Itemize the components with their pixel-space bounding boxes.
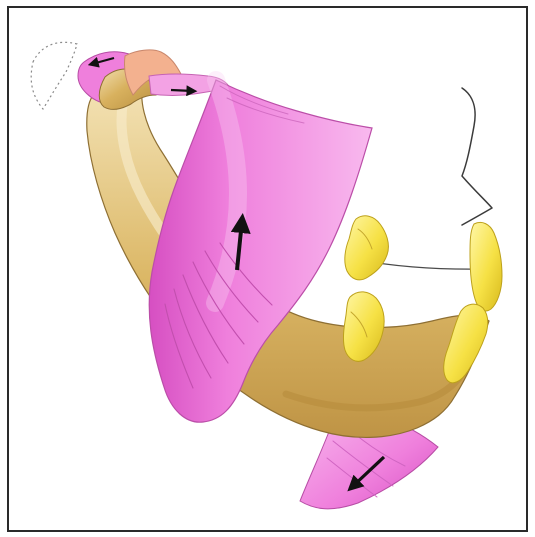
small-arrow-right <box>171 90 193 91</box>
tooth-icon <box>470 222 502 311</box>
face-outline <box>462 88 492 225</box>
arrow-icon <box>171 90 193 91</box>
tooth-icon <box>444 304 488 383</box>
tooth-icon <box>345 216 389 280</box>
front-upper-tooth <box>470 222 502 311</box>
skull-fragment <box>31 42 77 109</box>
front-lower-tooth <box>444 304 488 383</box>
upper-tooth <box>345 216 389 280</box>
